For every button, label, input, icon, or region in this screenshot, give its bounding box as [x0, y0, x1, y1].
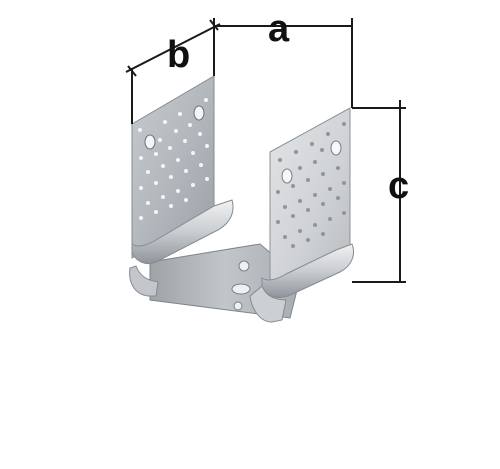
dimension-c [352, 100, 406, 283]
dimension-label-b: b [167, 34, 190, 76]
large-hole [281, 168, 293, 184]
right-bottom-bend [249, 285, 287, 323]
left-plate-holes [138, 98, 209, 220]
left-fold [131, 199, 234, 265]
dimension-a [213, 18, 353, 108]
large-hole [193, 105, 205, 121]
large-hole [330, 140, 342, 156]
right-plate-holes [276, 122, 346, 248]
large-hole [144, 134, 156, 150]
dimension-label-c: c [388, 165, 409, 207]
dimension-label-a: a [268, 8, 290, 50]
right-fold [261, 243, 354, 299]
base-hole [238, 260, 250, 272]
left-bottom-bend [129, 265, 159, 297]
base-hole [233, 301, 243, 311]
base-hole [231, 283, 251, 295]
